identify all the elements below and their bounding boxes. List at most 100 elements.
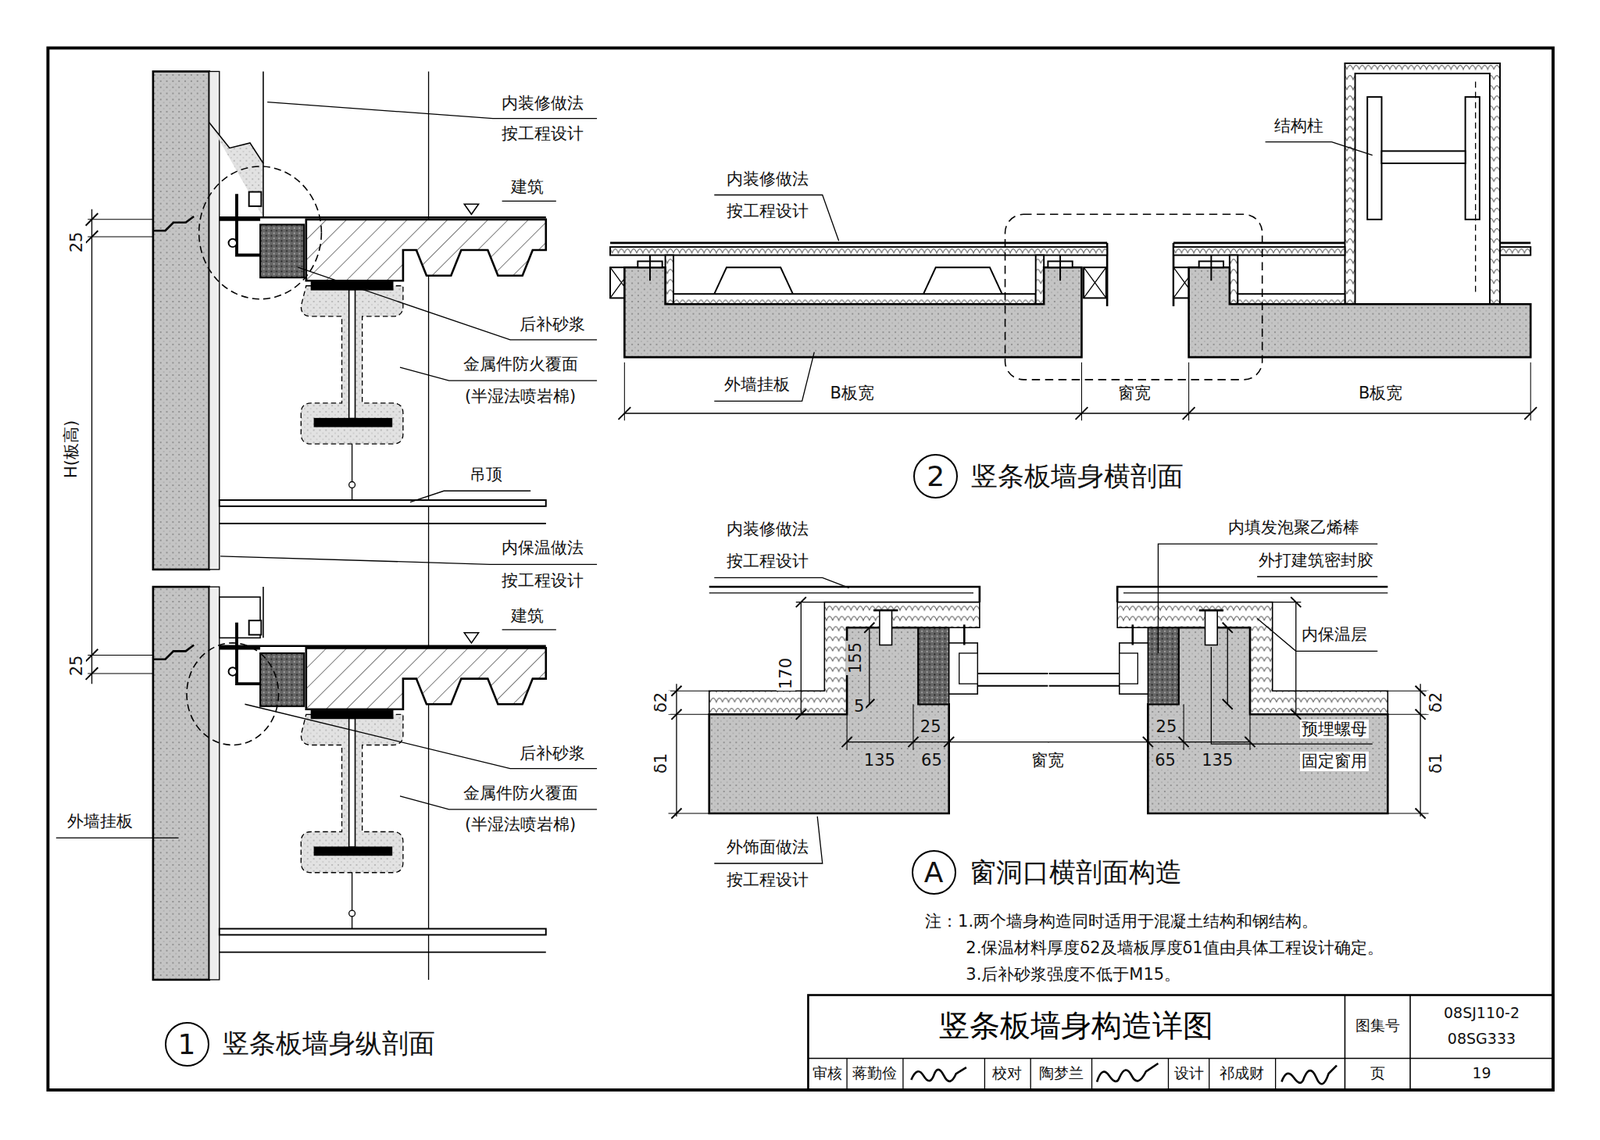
- drawing-rect: [249, 192, 262, 207]
- drawing-line: [868, 627, 870, 704]
- drawing-line: [800, 602, 802, 715]
- drawing-path: [923, 267, 1003, 294]
- dimension-text: 135: [862, 750, 897, 770]
- drawing-line: [873, 609, 898, 612]
- drawing-path: [842, 736, 955, 747]
- drawing-polygon: [306, 219, 547, 281]
- dimension-text: 5: [852, 696, 866, 716]
- callout-label: 按工程设计: [725, 201, 811, 221]
- drawing-path: [624, 362, 1531, 421]
- title-block-cell: 审核: [810, 1064, 844, 1083]
- callout-label: 吊顶: [467, 464, 504, 484]
- drawing-rect: [153, 586, 210, 980]
- drawing-rect: [1344, 63, 1500, 304]
- drawing-path: [668, 690, 710, 814]
- callout-label: 结构柱: [1272, 116, 1325, 136]
- drawing-rect: [1229, 255, 1238, 305]
- detail-heading: 竖条板墙身横剖面: [968, 458, 1186, 495]
- drawing-path: [714, 816, 822, 864]
- callout-label: 内保温层: [1300, 625, 1369, 644]
- callout-label: 按工程设计: [500, 124, 586, 143]
- drawing-path: [846, 1057, 1276, 1090]
- drawing-rect: [1035, 255, 1044, 305]
- title-block-cell: 08SG333: [1446, 1030, 1518, 1048]
- drawing-path: [714, 195, 839, 242]
- drawing-line: [91, 209, 93, 684]
- transverse-section: [610, 63, 1537, 421]
- drawing-path: [1265, 142, 1373, 156]
- callout-number: 2: [926, 460, 945, 493]
- drawing-rect: [349, 289, 356, 419]
- drawing-path: [1257, 618, 1378, 652]
- drawing-path: [300, 285, 404, 444]
- drawing-path: [618, 407, 1538, 420]
- title-block-cell: 设计: [1172, 1064, 1206, 1083]
- drawing-circle: [228, 239, 237, 247]
- dimension-text: H(板高): [61, 418, 81, 480]
- detail-heading: 竖条板墙身纵剖面: [220, 1025, 438, 1062]
- drawing-path: [624, 267, 1082, 358]
- drawing-path: [846, 703, 950, 814]
- drawing-rect: [610, 246, 1108, 255]
- dimension-text: B板宽: [828, 383, 875, 403]
- detail-callout: 1 竖条板墙身纵剖面: [164, 1021, 438, 1067]
- callout-label: 后补砂浆: [517, 743, 587, 763]
- drawing-path: [714, 267, 793, 294]
- callout-label: 内装修做法: [725, 518, 811, 538]
- note-text: 注：1.两个墙身构造同时适用于混凝土结构和钢结构。: [923, 911, 1320, 931]
- drawing-rect: [1005, 214, 1263, 380]
- drawing-line: [963, 624, 966, 645]
- drawing-path: [56, 837, 179, 839]
- dimension-text: 25: [918, 717, 943, 736]
- drawing-ellipse: [199, 166, 322, 300]
- drawing-line: [219, 216, 547, 219]
- drawing-path: [796, 596, 807, 720]
- callout-label: 后补砂浆: [517, 314, 587, 334]
- drawing-polyline: [153, 216, 194, 231]
- callout-number: 1: [178, 1028, 197, 1061]
- drawing-line: [219, 522, 547, 525]
- drawing-path: [977, 673, 1048, 686]
- drawing-rect: [918, 627, 950, 704]
- callout-label: 内填发泡聚乙烯棒: [1226, 517, 1361, 537]
- drawing-path: [85, 213, 99, 680]
- callout-label: 按工程设计: [725, 551, 811, 571]
- drawing-rect: [1500, 246, 1531, 255]
- drawing-path: [910, 1067, 967, 1082]
- drawing-circle: [349, 482, 356, 489]
- drawing-rect: [260, 224, 304, 278]
- dimension-text: 65: [1153, 750, 1178, 770]
- title-block-cell: 陶梦兰: [1037, 1064, 1086, 1083]
- note-text: 3.后补砂浆强度不低于M15。: [964, 964, 1183, 984]
- drawing-path: [714, 577, 849, 588]
- drawing-polygon: [464, 203, 479, 215]
- callout-number: A: [924, 856, 944, 889]
- callout-circle: A: [911, 850, 957, 895]
- detail-callout: 2 竖条板墙身横剖面: [913, 453, 1186, 499]
- callout-label: 内装修做法: [725, 168, 811, 188]
- drawing-use: [1047, 586, 1429, 818]
- callout-label: 金属件防火覆面: [461, 354, 580, 374]
- drawing-line: [807, 1057, 1553, 1060]
- drawing-rect: [209, 71, 220, 569]
- drawing-rect: [1173, 246, 1345, 255]
- title-block-cell: 校对: [990, 1064, 1024, 1083]
- drawing-rect: [959, 653, 979, 684]
- drawing-rect: [1355, 73, 1490, 304]
- callout-label: 外墙挂板: [722, 375, 792, 394]
- dimension-text: 155: [845, 640, 865, 675]
- drawing-line: [610, 242, 1108, 245]
- drawing-path: [502, 628, 557, 630]
- drawing-line: [351, 443, 353, 500]
- sheet-frame: [47, 47, 1554, 1090]
- drawing-line: [1409, 995, 1411, 1090]
- drawing-title: 竖条板墙身构造详图: [935, 1008, 1217, 1043]
- drawing-path: [1083, 267, 1107, 298]
- drawing-line: [262, 586, 265, 638]
- drawing-rect: [673, 293, 1036, 304]
- callout-label: (半湿法喷岩棉): [463, 814, 578, 834]
- drawing-line: [1475, 82, 1476, 297]
- dimension-text: 170: [776, 656, 796, 691]
- callout-label: (半湿法喷岩棉): [463, 386, 578, 406]
